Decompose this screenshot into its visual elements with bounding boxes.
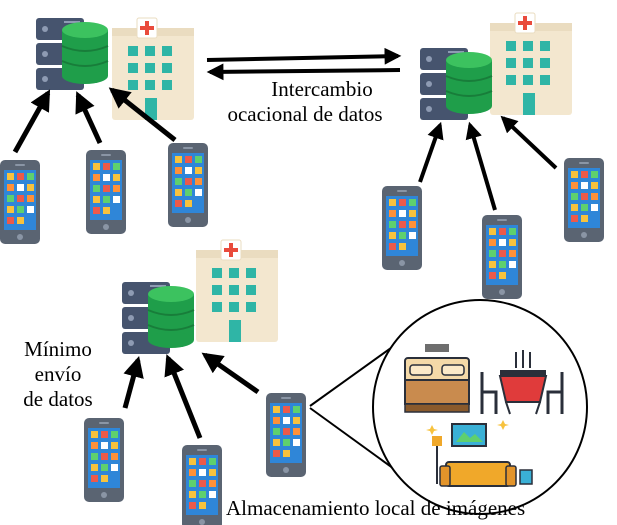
smartphone-icon bbox=[266, 393, 306, 477]
arrows-upload-bottom bbox=[122, 352, 260, 439]
data-exchange-arrows bbox=[206, 47, 402, 81]
server-database-icon bbox=[121, 281, 195, 355]
smartphone-icon bbox=[182, 445, 222, 525]
smartphone-icon bbox=[84, 418, 124, 502]
smartphone-icon bbox=[168, 143, 208, 227]
minimal-label-line2: envío bbox=[34, 362, 82, 386]
hospital-icon bbox=[489, 12, 573, 116]
hospital-icon bbox=[111, 17, 195, 121]
smartphone-icon bbox=[482, 215, 522, 299]
living-room-sofa-icon bbox=[426, 420, 533, 487]
smartphone-icon bbox=[382, 186, 422, 270]
arrows-upload-top-left bbox=[12, 87, 177, 154]
hotel-bed-icon bbox=[404, 344, 470, 413]
cluster-bottom bbox=[84, 239, 306, 525]
hospital-icon bbox=[195, 239, 279, 343]
minimal-label-line3: de datos bbox=[23, 387, 93, 411]
storage-label: Almacenamiento local de imágenes bbox=[226, 496, 526, 520]
exchange-label-line2: ocacional de datos bbox=[227, 102, 383, 126]
smartphone-icon bbox=[86, 150, 126, 234]
dining-table-icon bbox=[480, 350, 564, 415]
cluster-top-left bbox=[0, 17, 208, 244]
smartphone-icon bbox=[0, 160, 40, 244]
server-database-icon bbox=[419, 47, 493, 121]
zoom-circle bbox=[372, 299, 588, 515]
server-database-icon bbox=[35, 17, 109, 91]
smartphone-icon bbox=[564, 158, 604, 242]
minimal-label-line1: Mínimo bbox=[24, 337, 92, 361]
storage-callout bbox=[309, 299, 588, 515]
arrows-upload-top-right bbox=[418, 115, 558, 211]
cluster-top-right bbox=[382, 12, 604, 299]
exchange-label-line1: Intercambio bbox=[271, 77, 373, 101]
